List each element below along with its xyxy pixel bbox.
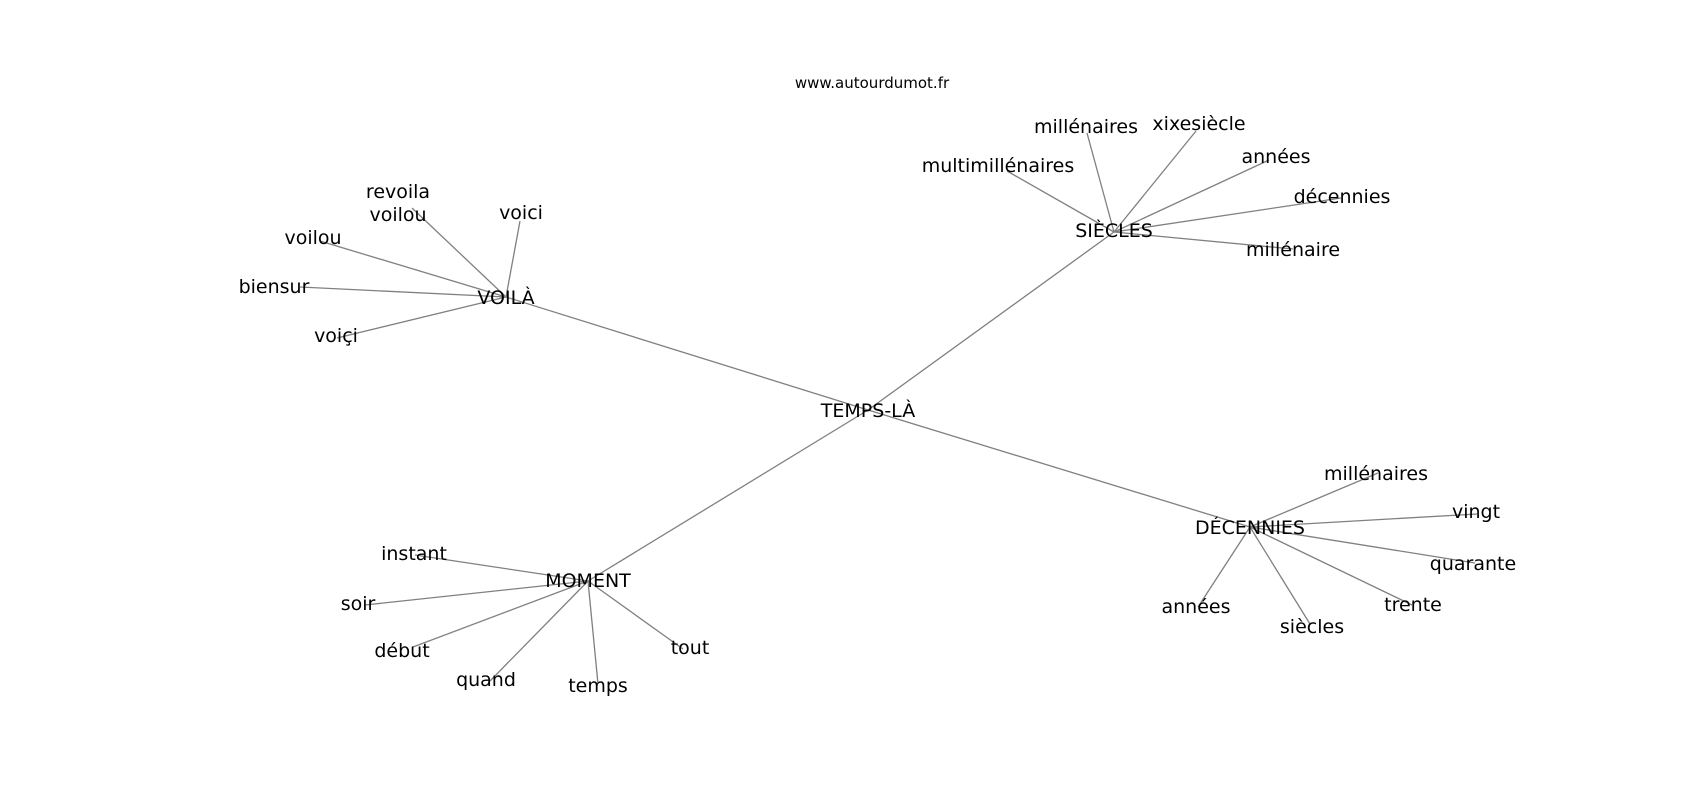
edge-decennies-trente: [1249, 526, 1413, 606]
node-leaf: voilou: [284, 227, 341, 249]
node-hub-decennies: DÉCENNIES: [1195, 516, 1305, 539]
node-leaf: multimillénaires: [922, 155, 1075, 177]
node-leaf: quand: [456, 669, 516, 691]
node-leaf: vingt: [1452, 501, 1500, 523]
edge-voila-biensur: [299, 286, 507, 298]
edge-moment-instant: [414, 554, 589, 582]
node-leaf: voilou: [369, 204, 426, 226]
edge-siecles-annees: [1113, 159, 1270, 233]
edge-moment-temps: [587, 580, 599, 685]
edge-decennies-millenaires: [1249, 472, 1379, 528]
edge-root-decennies: [867, 409, 1251, 528]
node-leaf: temps: [568, 675, 628, 697]
node-root: TEMPS-LÀ: [820, 399, 915, 422]
watermark: www.autourdumot.fr: [795, 74, 950, 92]
node-leaf: quarante: [1430, 553, 1516, 575]
edge-moment-soir: [364, 580, 589, 606]
edge-siecles-multimillenaires: [1006, 170, 1115, 233]
edge-decennies-quarante: [1249, 526, 1476, 564]
edge-decennies-siecles: [1249, 526, 1311, 625]
edge-moment-debut: [412, 580, 589, 648]
node-leaf: tout: [671, 637, 710, 659]
edge-decennies-vingt: [1249, 513, 1478, 528]
node-leaf: décennies: [1294, 186, 1391, 208]
edge-siecles-decennies: [1113, 197, 1342, 233]
node-leaf: années: [1241, 146, 1310, 168]
edge-moment-quand: [489, 580, 589, 682]
node-leaf: instant: [381, 543, 447, 565]
edge-decennies-annees: [1197, 526, 1251, 608]
node-hub-voila: VOILÀ: [477, 286, 534, 309]
edge-moment-tout: [587, 580, 684, 650]
node-leaf: début: [374, 640, 429, 662]
edge-voila-voici-b: [336, 296, 507, 339]
edge-root-moment: [587, 409, 869, 582]
node-leaf: trente: [1384, 594, 1442, 616]
edge-siecles-xixesiecle: [1113, 130, 1197, 233]
node-leaf: millénaires: [1034, 116, 1138, 138]
node-hub-siecles: SIÈCLES: [1075, 219, 1153, 242]
node-leaf: voiçi: [314, 325, 358, 347]
labels: TEMPS-LÀ VOILÀ SIÈCLES MOMENT DÉCENNIES …: [239, 113, 1517, 697]
node-leaf: biensur: [239, 276, 310, 298]
edge-siecles-millenaire: [1113, 231, 1294, 250]
edge-voila-voilou-b: [319, 240, 507, 298]
edge-siecles-millenaires: [1086, 132, 1115, 233]
edge-root-siecles: [867, 231, 1115, 411]
node-leaf: soir: [341, 593, 376, 615]
node-leaf: années: [1161, 596, 1230, 618]
node-leaf: revoila: [366, 181, 430, 203]
node-leaf: millénaires: [1324, 463, 1428, 485]
edge-voila-voilou-a: [411, 207, 507, 298]
node-leaf: millénaire: [1246, 239, 1340, 261]
edge-root-voila: [505, 296, 869, 411]
edges: [299, 130, 1478, 685]
node-hub-moment: MOMENT: [545, 570, 631, 592]
edge-voila-voici: [505, 220, 521, 298]
node-leaf: voici: [499, 202, 543, 224]
node-leaf: xixesiècle: [1152, 113, 1245, 135]
node-leaf: siècles: [1280, 616, 1344, 638]
